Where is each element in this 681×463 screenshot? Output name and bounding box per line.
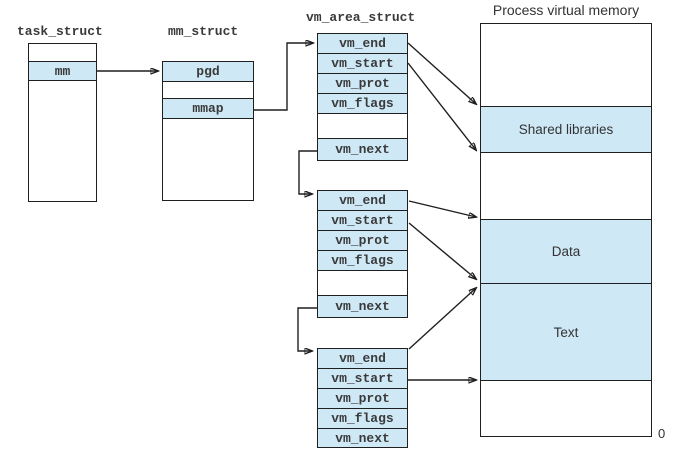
vma3-field-vm-start: vm_start (318, 369, 407, 389)
vm-area-struct-1: vm_end vm_start vm_prot vm_flags vm_next (317, 33, 408, 161)
task-struct-box: mm (28, 43, 97, 202)
mm-struct-field-pgd: pgd (163, 62, 253, 82)
vma1-field-vm-prot: vm_prot (318, 74, 407, 94)
vma1-field-vm-end: vm_end (318, 34, 407, 54)
vma1-field-vm-start: vm_start (318, 54, 407, 74)
memory-region-top-free (481, 24, 651, 107)
process-virtual-memory-title: Process virtual memory (492, 2, 640, 18)
vma2-field-vm-flags: vm_flags (318, 251, 407, 271)
mm-struct-body (163, 119, 253, 200)
process-virtual-memory-box: Shared libraries Data Text (480, 23, 652, 437)
mm-struct-empty-row (163, 82, 253, 99)
vma1-empty-row (318, 114, 407, 139)
memory-region-shared-libraries: Shared libraries (481, 107, 651, 153)
task-struct-body (29, 81, 96, 201)
vma2-field-vm-next: vm_next (318, 296, 407, 317)
arrow-vma2-vmstart-to-data-bottom (408, 222, 476, 279)
mm-struct-box: pgd mmap (162, 61, 254, 201)
vma1-field-vm-next: vm_next (318, 139, 407, 160)
memory-region-data: Data (481, 220, 651, 284)
vma1-field-vm-flags: vm_flags (318, 94, 407, 114)
task-struct-empty-row (29, 44, 96, 62)
vma3-field-vm-end: vm_end (318, 349, 407, 369)
arrow-vma3-vmend-to-text-top (408, 288, 476, 350)
memory-region-text: Text (481, 284, 651, 381)
mm-struct-title: mm_struct (168, 24, 239, 39)
memory-region-bottom-free (481, 381, 651, 436)
vma3-field-vm-next: vm_next (318, 429, 407, 447)
arrow-vma1-vmstart-to-shared-bottom (407, 62, 476, 150)
vm-area-struct-3: vm_end vm_start vm_prot vm_flags vm_next (317, 348, 408, 448)
task-struct-title: task_struct (17, 24, 103, 39)
vma2-field-vm-end: vm_end (318, 191, 407, 211)
vm-area-struct-2: vm_end vm_start vm_prot vm_flags vm_next (317, 190, 408, 318)
vm-area-struct-title: vm_area_struct (306, 10, 416, 25)
mm-struct-field-mmap: mmap (163, 99, 253, 119)
vma2-empty-row (318, 271, 407, 296)
arrow-vma2-next-to-vma3 (297, 307, 317, 351)
arrow-mmap-to-vma1 (254, 43, 313, 111)
memory-region-mid-free (481, 153, 651, 220)
memory-origin-label: 0 (658, 426, 666, 441)
vma2-field-vm-prot: vm_prot (318, 231, 407, 251)
vma2-field-vm-start: vm_start (318, 211, 407, 231)
arrow-vma2-vmend-to-data-top (408, 200, 476, 217)
arrow-vma1-vmend-to-shared-top (407, 42, 476, 104)
task-struct-field-mm: mm (29, 62, 96, 81)
vma3-field-vm-flags: vm_flags (318, 409, 407, 429)
arrow-vma1-next-to-vma2 (298, 150, 317, 194)
vma3-field-vm-prot: vm_prot (318, 389, 407, 409)
